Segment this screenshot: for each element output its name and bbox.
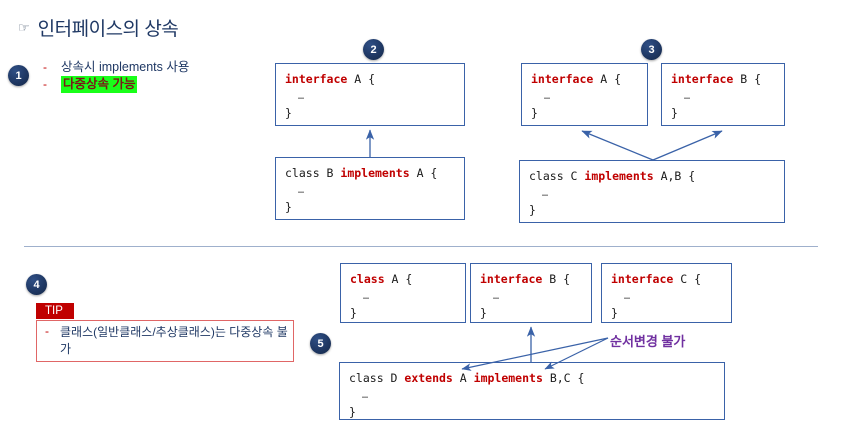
code-ellipsis: …	[544, 91, 552, 102]
code-text: class D	[349, 371, 405, 385]
keyword-interface: interface	[480, 272, 543, 286]
code-text: A {	[593, 72, 622, 86]
list-item: - 상속시 implements 사용	[43, 59, 189, 76]
bullet-list: - 상속시 implements 사용 - 다중상속 가능	[43, 59, 189, 93]
code-close-brace: }	[611, 306, 618, 320]
code-close-brace: }	[531, 106, 538, 120]
code-box-interface-a-g3: interface A { … }	[521, 63, 648, 126]
code-close-brace: }	[350, 306, 357, 320]
keyword-implements: implements	[584, 169, 654, 183]
tip-badge: TIP	[36, 303, 74, 319]
marker-1: 1	[8, 65, 29, 86]
code-close-brace: }	[480, 306, 487, 320]
bullet-dash: -	[43, 77, 47, 91]
code-box-class-a-g5: class A { … }	[340, 263, 466, 323]
keyword-interface: interface	[671, 72, 734, 86]
marker-2: 2	[363, 39, 384, 60]
code-text: A	[452, 371, 474, 385]
code-ellipsis: …	[684, 91, 692, 102]
code-ellipsis: …	[624, 291, 632, 302]
code-ellipsis: …	[542, 188, 550, 199]
marker-4: 4	[26, 274, 47, 295]
page-title: ☞ 인터페이스의 상속	[18, 14, 179, 41]
list-item: - 다중상속 가능	[43, 76, 189, 93]
code-close-brace: }	[529, 203, 536, 217]
code-close-brace: }	[285, 106, 292, 120]
keyword-interface: interface	[531, 72, 594, 86]
code-text: class C	[529, 169, 585, 183]
marker-5: 5	[310, 333, 331, 354]
keyword-implements: implements	[340, 166, 410, 180]
code-box-class-c-g3: class C implements A,B { … }	[519, 160, 785, 223]
bullet-dash: -	[43, 60, 47, 74]
code-text: C {	[673, 272, 702, 286]
bullet-text-2-highlighted: 다중상속 가능	[61, 76, 138, 93]
code-text: class B	[285, 166, 341, 180]
arrow-c-to-a	[581, 130, 654, 161]
pointing-hand-icon: ☞	[18, 20, 30, 35]
code-close-brace: }	[671, 106, 678, 120]
code-text: A {	[384, 272, 413, 286]
keyword-implements: implements	[473, 371, 543, 385]
code-ellipsis: …	[363, 291, 371, 302]
tip-dash: -	[45, 324, 49, 338]
code-close-brace: }	[285, 200, 292, 214]
tip-text: 클래스(일반클래스/추상클래스)는 다중상속 불가	[60, 325, 288, 356]
note-order-fixed: 순서변경 불가	[610, 334, 686, 349]
keyword-interface: interface	[611, 272, 674, 286]
code-close-brace: }	[349, 405, 356, 419]
code-ellipsis: …	[298, 185, 306, 196]
keyword-extends: extends	[404, 371, 453, 385]
code-ellipsis: …	[298, 91, 306, 102]
code-box-interface-b-g3: interface B { … }	[661, 63, 785, 126]
code-text: A {	[409, 166, 438, 180]
code-text: B {	[542, 272, 571, 286]
code-box-interface-a-g2: interface A { … }	[275, 63, 465, 126]
code-text: A {	[347, 72, 376, 86]
marker-3: 3	[641, 39, 662, 60]
keyword-interface: interface	[285, 72, 348, 86]
code-text: A,B {	[653, 169, 696, 183]
tip-box: - 클래스(일반클래스/추상클래스)는 다중상속 불가	[36, 320, 294, 362]
bullet-text-1: 상속시 implements 사용	[61, 60, 190, 74]
section-divider	[24, 246, 818, 247]
code-box-interface-c-g5: interface C { … }	[601, 263, 732, 323]
page-title-text: 인터페이스의 상속	[37, 19, 179, 40]
code-box-class-b-g2: class B implements A { … }	[275, 157, 465, 220]
code-box-interface-b-g5: interface B { … }	[470, 263, 592, 323]
code-ellipsis: …	[493, 291, 501, 302]
keyword-class: class	[350, 272, 385, 286]
arrow-c-to-b	[652, 130, 723, 161]
code-text: B {	[733, 72, 762, 86]
code-box-class-d-g5: class D extends A implements B,C { … }	[339, 362, 725, 420]
code-text: B,C {	[542, 371, 585, 385]
code-ellipsis: …	[362, 390, 370, 401]
